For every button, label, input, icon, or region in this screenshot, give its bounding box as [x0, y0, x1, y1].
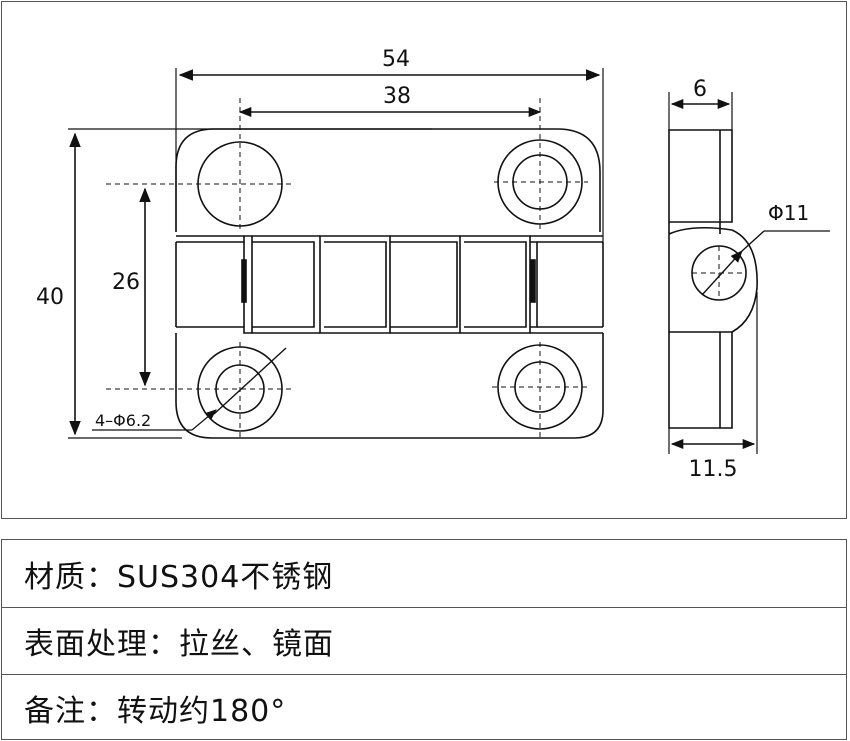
spec-label: 材质：: [24, 559, 117, 595]
spec-row-material: 材质：SUS304不锈钢: [2, 540, 846, 607]
dim-mounting-holes: 4–Φ6.2: [95, 411, 151, 430]
bottom-leaf-outline: [175, 333, 604, 439]
spec-row-notes: 备注：转动约180°: [2, 674, 846, 741]
spec-label: 表面处理：: [24, 627, 179, 662]
hinge-drawing-svg: 54 38 40 26 4–Φ6.2 6 Φ11 11.5: [36, 47, 830, 482]
dim-overall-width: 54: [382, 47, 410, 72]
spec-value: 转动约180°: [117, 694, 287, 729]
spec-table: 材质：SUS304不锈钢 表面处理：拉丝、镜面 备注：转动约180°: [1, 539, 847, 740]
side-view: [668, 92, 830, 454]
hole-top-left: [106, 98, 294, 232]
spec-label: 备注：: [24, 694, 117, 729]
spec-value: SUS304不锈钢: [117, 559, 334, 595]
hole-top-right: [494, 98, 588, 232]
dim-side-depth: 11.5: [689, 457, 738, 482]
knuckle-band: [175, 235, 604, 334]
technical-drawing: 54 38 40 26 4–Φ6.2 6 Φ11 11.5: [1, 1, 847, 519]
dim-thickness: 6: [693, 77, 707, 102]
spec-row-surface: 表面处理：拉丝、镜面: [2, 607, 846, 674]
dim-hole-vertical-spacing: 26: [112, 270, 140, 295]
dim-overall-height: 40: [36, 285, 64, 310]
spec-value: 拉丝、镜面: [179, 627, 334, 662]
dim-knuckle-diameter: Φ11: [768, 201, 809, 225]
dim-hole-spacing: 38: [383, 84, 411, 109]
hole-bottom-left: [106, 342, 294, 438]
hole-bottom-right: [492, 342, 588, 438]
